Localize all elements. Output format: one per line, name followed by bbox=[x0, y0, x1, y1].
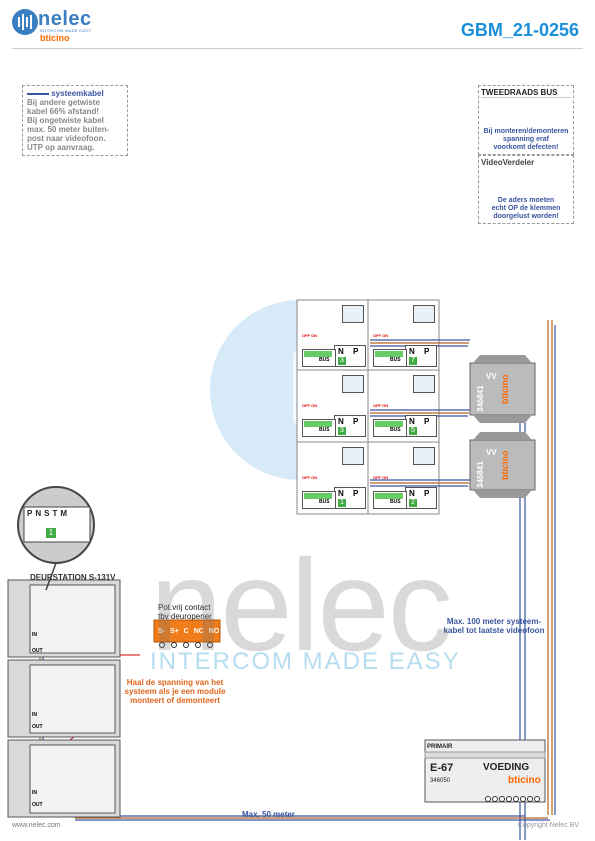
off-on-switch: OFF ON bbox=[302, 403, 318, 408]
monitor-number: 2 bbox=[409, 499, 417, 507]
brand-tagline: INTERCOM MADE EASY bbox=[40, 28, 92, 33]
nelec-logo-icon bbox=[12, 9, 38, 35]
bus-note-warning: Bij monteren/demonteren bbox=[483, 128, 569, 135]
cable-note-line: UTP op aanvraag. bbox=[27, 143, 95, 152]
logo-bars bbox=[18, 14, 32, 30]
psu-brand: bticino bbox=[508, 775, 541, 786]
bus-note-warning: voorkomt defecten! bbox=[493, 144, 559, 151]
module-out-label: OUT bbox=[32, 724, 43, 730]
monitor-icon bbox=[342, 447, 364, 465]
monitor-icon bbox=[413, 447, 435, 465]
bus-terminal: BUS bbox=[373, 419, 407, 437]
video-splitter-1 bbox=[469, 355, 536, 423]
contact-terminals: S- S+ C NC NO bbox=[158, 628, 220, 635]
monitor-number: 1 bbox=[338, 499, 346, 507]
splitter-label: VV bbox=[486, 448, 497, 457]
off-on-switch: OFF ON bbox=[373, 403, 389, 408]
bus-note-title: TWEEDRAADS BUS bbox=[481, 88, 571, 98]
partner-logo: bticino bbox=[40, 33, 70, 43]
bus-note: TWEEDRAADS BUS Bij monteren/demonteren s… bbox=[478, 85, 574, 155]
keypad-detail bbox=[17, 486, 95, 591]
bus-terminal: BUS bbox=[302, 491, 336, 509]
verdeler-note-title: VideoVerdeler bbox=[481, 158, 535, 167]
splitter-code: 346841 bbox=[476, 461, 485, 488]
module-in-label: IN bbox=[32, 712, 37, 718]
max100-note: Max. 100 meter systeem- kabel tot laatst… bbox=[443, 617, 545, 635]
cable-note: systeemkabel Bij andere getwiste kabel 6… bbox=[22, 85, 128, 156]
cable-note-line: Bij ongetwiste kabel bbox=[27, 116, 104, 125]
verdeler-note-warning: De aders moeten bbox=[497, 197, 555, 204]
cable-note-line: Bij andere getwiste bbox=[27, 98, 100, 107]
monitor-icon bbox=[413, 375, 435, 393]
psu-code: 346050 bbox=[430, 778, 451, 784]
psu-primary: PRIMAIR bbox=[427, 744, 453, 750]
bus-terminal: BUS bbox=[302, 349, 336, 367]
monitor-icon bbox=[342, 305, 364, 323]
off-on-switch: OFF ON bbox=[373, 333, 389, 338]
brand-name: nelec bbox=[38, 8, 92, 30]
splitter-brand: bticino bbox=[500, 374, 510, 405]
monitor-number: 3 bbox=[338, 427, 346, 435]
bus-terminal: BUS bbox=[302, 419, 336, 437]
document-code: GBM_21-0256 bbox=[460, 20, 579, 40]
psu-title: VOEDING bbox=[483, 762, 530, 773]
verdeler-note-warning: doorgelust worden! bbox=[493, 213, 559, 220]
contact-block bbox=[153, 619, 221, 648]
bus-terminal: BUS bbox=[373, 491, 407, 509]
monitor-icon bbox=[413, 305, 435, 323]
cable-note-key: systeemkabel bbox=[27, 89, 123, 98]
off-on-switch: OFF ON bbox=[302, 333, 318, 338]
monitor-number: 3 bbox=[338, 357, 346, 365]
power-supply bbox=[424, 739, 546, 803]
keypad-labels: PNSTM bbox=[27, 509, 71, 518]
off-on-switch: OFF ON bbox=[302, 475, 318, 480]
power-warning: Haal de spanning van het systeem als je … bbox=[124, 678, 226, 705]
monitor-number: 7 bbox=[409, 357, 417, 365]
video-splitter-2 bbox=[469, 432, 536, 498]
cable-note-line: post naar videofoon. bbox=[27, 134, 106, 143]
splitter-brand: bticino bbox=[500, 450, 510, 481]
keypad-number: 1 bbox=[46, 528, 56, 538]
footer-copyright: Copyright Nelec BV bbox=[517, 822, 579, 829]
cable-note-line: max. 50 meter buiten- bbox=[27, 125, 110, 134]
module-in-label: IN bbox=[32, 632, 37, 638]
splitter-label: VV bbox=[486, 372, 497, 381]
bus-terminal: BUS bbox=[373, 349, 407, 367]
videophone-panel bbox=[296, 299, 440, 515]
watermark-brand: nelec bbox=[150, 532, 453, 678]
door-station-label: DEURSTATION S-131V bbox=[30, 573, 116, 582]
module-out-label: OUT bbox=[32, 802, 43, 808]
verdeler-note-warning: echt OP de klemmen bbox=[491, 205, 561, 212]
header-divider bbox=[12, 48, 583, 49]
module-in-label: IN bbox=[32, 790, 37, 796]
splitter-code: 346841 bbox=[476, 385, 485, 412]
contact-label: Pot.vrij contact tbv deuropener bbox=[158, 603, 212, 621]
off-on-switch: OFF ON bbox=[373, 475, 389, 480]
cable-note-line: kabel 66% afstand! bbox=[27, 107, 100, 116]
verdeler-note: VideoVerdeler De aders moeten echt OP de… bbox=[478, 155, 574, 224]
monitor-icon bbox=[342, 375, 364, 393]
door-station bbox=[7, 579, 121, 818]
watermark-tagline: INTERCOM MADE EASY bbox=[150, 648, 461, 675]
footer-website: www.nelec.com bbox=[12, 822, 61, 829]
monitor-number: 5 bbox=[409, 427, 417, 435]
psu-model: E-67 bbox=[430, 762, 454, 774]
bus-note-warning: spanning eraf bbox=[503, 136, 549, 143]
max50-note: Max. 50 meter bbox=[242, 810, 295, 819]
module-out-label: OUT bbox=[32, 648, 43, 654]
